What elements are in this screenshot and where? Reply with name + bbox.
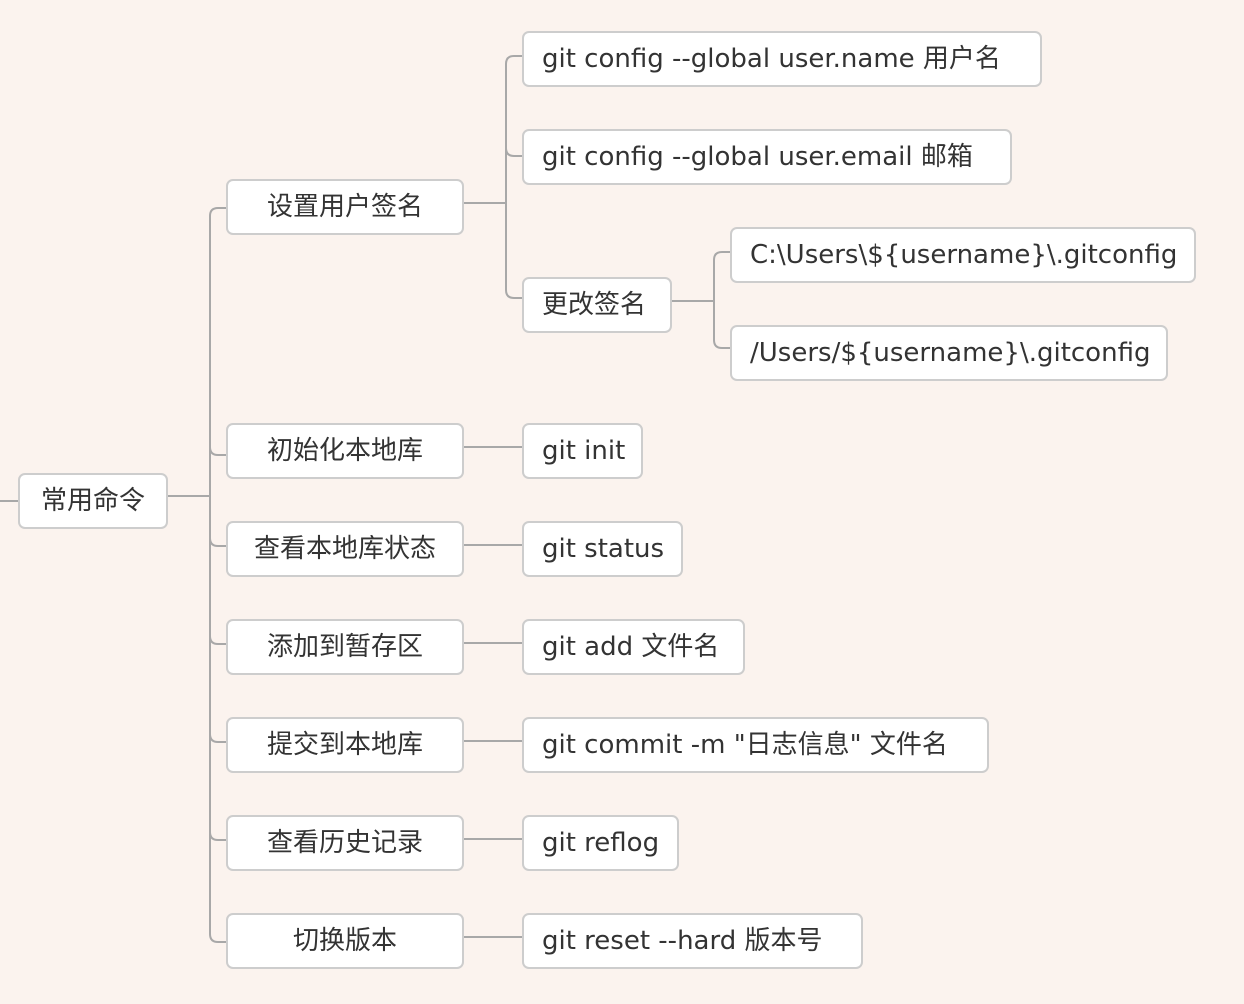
mindmap-leaf[interactable]: /Users/${username}\.gitconfig xyxy=(730,325,1168,381)
mindmap-leaf[interactable]: C:\Users\${username}\.gitconfig xyxy=(730,227,1196,283)
mindmap-branch[interactable]: 设置用户签名 xyxy=(226,179,464,235)
mindmap-branch[interactable]: 查看本地库状态 xyxy=(226,521,464,577)
connector-b1-trunk xyxy=(464,55,522,299)
mindmap-leaf[interactable]: git reflog xyxy=(522,815,679,871)
connector-b1c3-trunk xyxy=(672,251,730,349)
mindmap-leaf[interactable]: git config --global user.name 用户名 xyxy=(522,31,1042,87)
mindmap-leaf[interactable]: git init xyxy=(522,423,643,479)
mindmap-subbranch[interactable]: 更改签名 xyxy=(522,277,672,333)
mindmap-branch[interactable]: 添加到暂存区 xyxy=(226,619,464,675)
mindmap-branch[interactable]: 初始化本地库 xyxy=(226,423,464,479)
mindmap-branch[interactable]: 查看历史记录 xyxy=(226,815,464,871)
mindmap-leaf[interactable]: git status xyxy=(522,521,683,577)
mindmap-branch[interactable]: 切换版本 xyxy=(226,913,464,969)
mindmap-root[interactable]: 常用命令 xyxy=(18,473,168,529)
mindmap-leaf[interactable]: git add 文件名 xyxy=(522,619,745,675)
mindmap-leaf[interactable]: git commit -m "日志信息" 文件名 xyxy=(522,717,989,773)
mindmap-leaf[interactable]: git config --global user.email 邮箱 xyxy=(522,129,1012,185)
mindmap-leaf[interactable]: git reset --hard 版本号 xyxy=(522,913,863,969)
connector-root-trunk xyxy=(168,207,219,943)
connector-leaves xyxy=(218,207,522,943)
mindmap-branch[interactable]: 提交到本地库 xyxy=(226,717,464,773)
